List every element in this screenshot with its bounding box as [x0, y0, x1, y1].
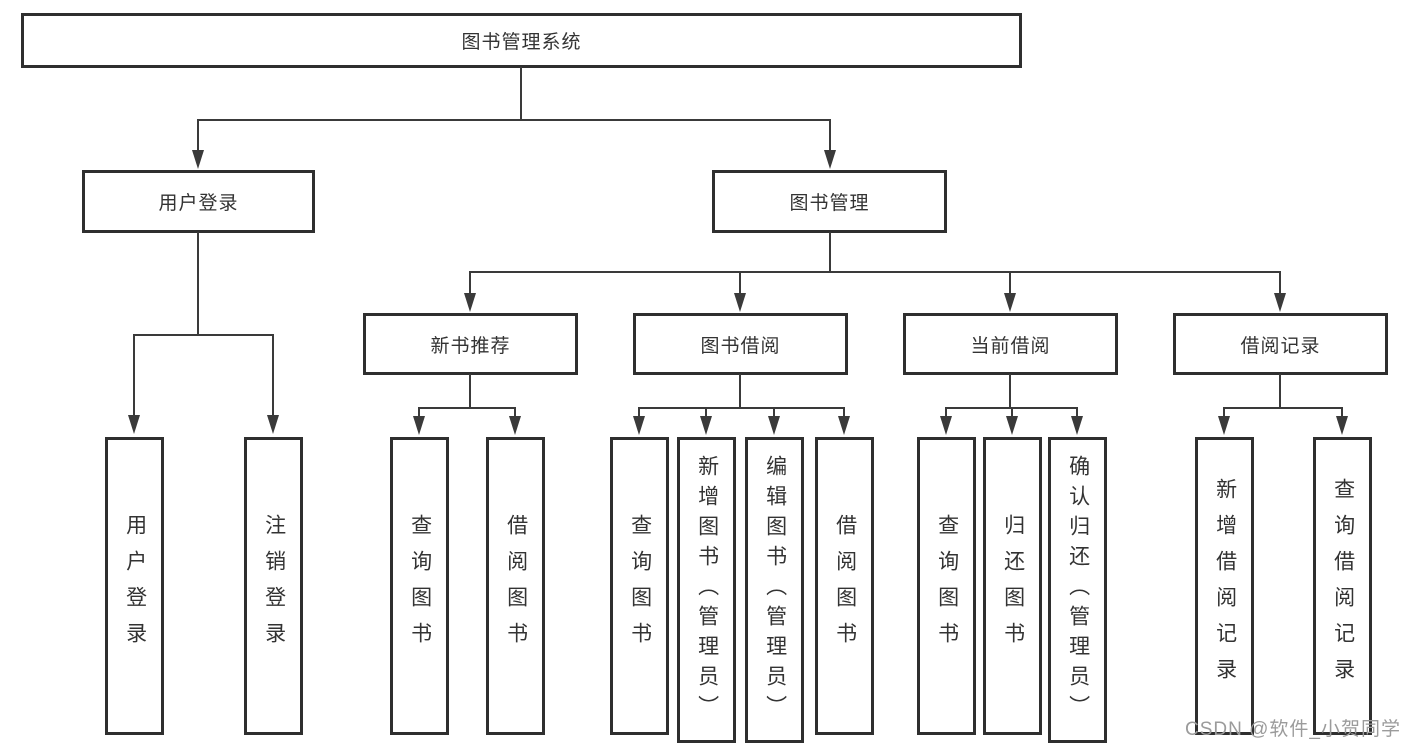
arrowhead-icon — [128, 415, 140, 434]
leaf-label: 查询图书 — [935, 514, 959, 658]
connector-line — [1011, 407, 1013, 417]
arrowhead-icon — [464, 293, 476, 312]
connector-line — [1009, 271, 1011, 294]
leaf-label: 编辑图书（管理员） — [763, 455, 787, 725]
leaf-query-books-recommend: 查询图书 — [390, 437, 449, 735]
node-user-login: 用户登录 — [82, 170, 315, 233]
connector-line — [197, 232, 199, 335]
arrowhead-icon — [633, 416, 645, 435]
leaf-edit-books-admin: 编辑图书（管理员） — [745, 437, 804, 743]
leaf-label: 查询图书 — [628, 514, 652, 658]
arrowhead-icon — [1006, 416, 1018, 435]
leaf-borrow-books-recommend: 借阅图书 — [486, 437, 545, 735]
arrowhead-icon — [824, 150, 836, 169]
connector-line — [829, 232, 831, 272]
arrowhead-icon — [1004, 293, 1016, 312]
connector-line — [272, 334, 274, 416]
connector-line — [1076, 407, 1078, 417]
leaf-label: 查询借阅记录 — [1331, 478, 1355, 694]
connector-line — [638, 407, 845, 409]
arrowhead-icon — [768, 416, 780, 435]
node-label: 图书管理 — [789, 193, 870, 214]
connector-line — [469, 271, 471, 294]
leaf-query-books-borrowing: 查询图书 — [610, 437, 669, 735]
connector-line — [469, 374, 471, 408]
leaf-borrow-books-borrowing: 借阅图书 — [815, 437, 874, 735]
connector-line — [1279, 271, 1281, 294]
connector-line — [520, 67, 522, 120]
connector-line — [418, 407, 516, 409]
node-label: 图书管理系统 — [461, 32, 582, 53]
arrowhead-icon — [940, 416, 952, 435]
node-label: 图书借阅 — [700, 335, 781, 357]
connector-line — [1223, 407, 1225, 417]
arrowhead-icon — [1274, 293, 1286, 312]
arrowhead-icon — [1336, 416, 1348, 435]
arrowhead-icon — [509, 416, 521, 435]
connector-line — [739, 374, 741, 408]
arrowhead-icon — [192, 150, 204, 169]
leaf-add-books-admin: 新增图书（管理员） — [677, 437, 736, 743]
arrowhead-icon — [267, 415, 279, 434]
leaf-label: 用户登录 — [123, 514, 147, 658]
arrowhead-icon — [1218, 416, 1230, 435]
leaf-add-borrow-record: 新增借阅记录 — [1195, 437, 1254, 735]
leaf-label: 归还图书 — [1001, 514, 1025, 658]
connector-line — [1009, 374, 1011, 408]
connector-line — [945, 407, 947, 417]
leaf-return-books: 归还图书 — [983, 437, 1042, 735]
connector-line — [1223, 407, 1343, 409]
arrowhead-icon — [700, 416, 712, 435]
leaf-query-books-current: 查询图书 — [917, 437, 976, 735]
connector-line — [133, 334, 274, 336]
arrowhead-icon — [1071, 416, 1083, 435]
connector-line — [773, 407, 775, 417]
connector-line — [197, 119, 199, 152]
node-borrowing-records: 借阅记录 — [1173, 313, 1388, 375]
csdn-watermark: CSDN @软件_小贺同学 — [1185, 719, 1401, 740]
arrowhead-icon — [734, 293, 746, 312]
connector-line — [197, 119, 831, 121]
node-book-management: 图书管理 — [712, 170, 947, 233]
leaf-logout: 注销登录 — [244, 437, 303, 735]
node-label: 借阅记录 — [1240, 335, 1321, 357]
leaf-label: 新增借阅记录 — [1213, 478, 1237, 694]
connector-line — [1341, 407, 1343, 417]
leaf-confirm-return-admin: 确认归还（管理员） — [1048, 437, 1107, 743]
connector-line — [739, 271, 741, 294]
node-label: 当前借阅 — [970, 335, 1051, 357]
node-new-book-recommend: 新书推荐 — [363, 313, 578, 375]
connector-line — [705, 407, 707, 417]
leaf-query-borrow-record: 查询借阅记录 — [1313, 437, 1372, 735]
connector-line — [418, 407, 420, 417]
connector-line — [638, 407, 640, 417]
leaf-label: 借阅图书 — [833, 514, 857, 658]
connector-line — [133, 334, 135, 416]
leaf-label: 新增图书（管理员） — [695, 455, 719, 725]
node-library-management-system: 图书管理系统 — [21, 13, 1022, 68]
leaf-label: 确认归还（管理员） — [1066, 455, 1090, 725]
connector-line — [843, 407, 845, 417]
connector-line — [469, 271, 1281, 273]
arrowhead-icon — [413, 416, 425, 435]
leaf-user-login: 用户登录 — [105, 437, 164, 735]
leaf-label: 查询图书 — [408, 514, 432, 658]
arrowhead-icon — [838, 416, 850, 435]
connector-line — [1279, 374, 1281, 408]
node-label: 用户登录 — [158, 193, 239, 214]
leaf-label: 注销登录 — [262, 514, 286, 658]
connector-line — [829, 119, 831, 152]
node-label: 新书推荐 — [430, 335, 511, 357]
connector-line — [514, 407, 516, 417]
leaf-label: 借阅图书 — [504, 514, 528, 658]
node-current-borrowing: 当前借阅 — [903, 313, 1118, 375]
node-book-borrowing: 图书借阅 — [633, 313, 848, 375]
